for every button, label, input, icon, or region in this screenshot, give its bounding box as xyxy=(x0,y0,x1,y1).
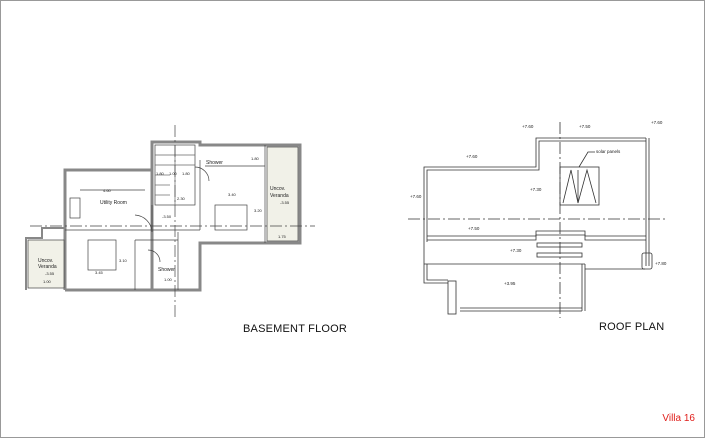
level: -3.50 xyxy=(162,214,172,219)
level: +7.80 xyxy=(655,261,667,266)
level: +7.30 xyxy=(510,248,522,253)
level: +3.95 xyxy=(504,281,516,286)
solar-panels-label: solar panels xyxy=(596,149,621,154)
level: +7.60 xyxy=(522,124,534,129)
dim: 1.00 xyxy=(43,279,52,284)
roof-labels: solar panels +7.60 +7.50 +7.60 +7.60 +7.… xyxy=(410,120,667,286)
basement-plan xyxy=(25,140,302,292)
level: -3.55 xyxy=(280,200,290,205)
dim: 1.00 xyxy=(169,171,178,176)
level: +7.50 xyxy=(468,226,480,231)
level: +7.50 xyxy=(579,124,591,129)
room-label-veranda-left-2: Veranda xyxy=(38,264,57,270)
basement-floor-title: BASEMENT FLOOR xyxy=(243,323,348,335)
room-label-veranda-right-2: Veranda xyxy=(270,193,289,199)
room-label-veranda-right: Uncov. xyxy=(270,186,285,192)
level: +7.60 xyxy=(466,154,478,159)
dim: 3.40 xyxy=(228,192,237,197)
roof-plan xyxy=(408,122,665,318)
roof-plan-title: ROOF PLAN xyxy=(599,321,665,333)
level: +7.60 xyxy=(651,120,663,125)
level: -3.55 xyxy=(45,271,55,276)
dim: 1.80 xyxy=(182,171,191,176)
level: +7.30 xyxy=(530,187,542,192)
dim: 3.10 xyxy=(119,258,128,263)
basement-wall-veranda-left xyxy=(25,227,65,290)
dimension-labels: 4.60 2.30 3.40 3.20 1.75 3.45 3.10 1.00 … xyxy=(43,156,290,284)
room-label-shower-2: Shower xyxy=(158,267,175,273)
dim: 1.80 xyxy=(251,156,260,161)
dim: 4.60 xyxy=(103,188,112,193)
room-label-utility: Utility Room xyxy=(100,200,127,206)
dim: 3.45 xyxy=(95,270,104,275)
basement-wall-utility xyxy=(63,168,152,290)
dim: 3.20 xyxy=(254,208,263,213)
dim: 1.00 xyxy=(164,277,173,282)
level: +7.60 xyxy=(410,194,422,199)
dim: 1.80 xyxy=(156,171,165,176)
room-label-veranda-left: Uncov. xyxy=(38,258,53,264)
basement-wall-right xyxy=(150,140,302,292)
project-label: Villa 16 xyxy=(662,413,695,424)
dim: 1.75 xyxy=(278,234,287,239)
room-label-shower: Shower xyxy=(206,160,223,166)
dim: 2.30 xyxy=(177,196,186,201)
